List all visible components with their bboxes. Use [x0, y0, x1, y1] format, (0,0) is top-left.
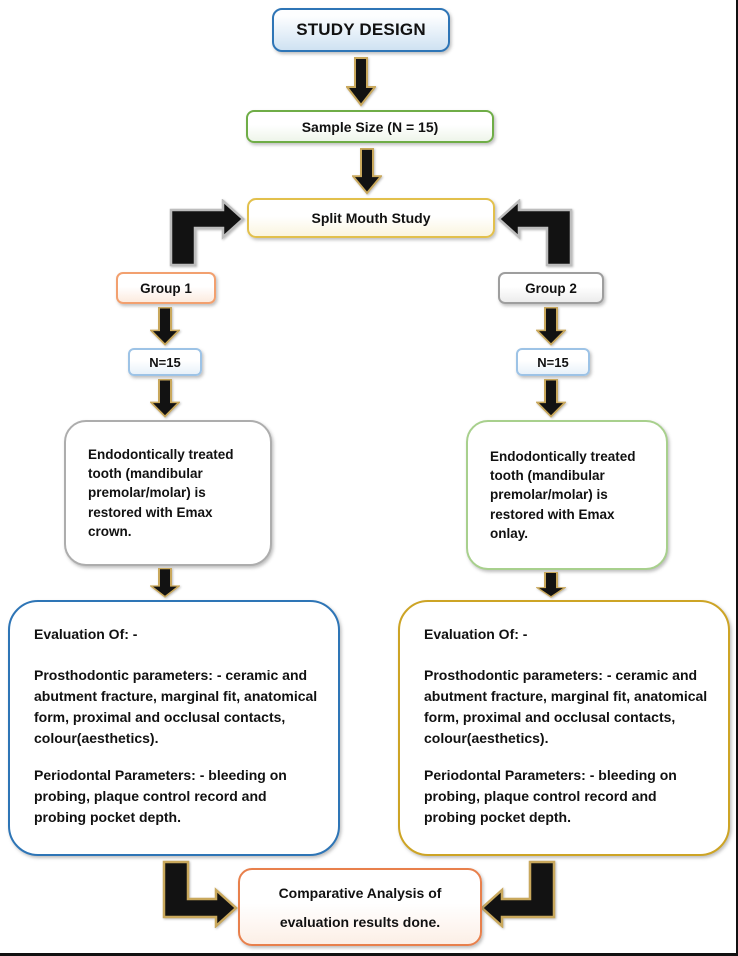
arrow-down-n-to-treatment1	[150, 379, 180, 418]
arrow-down-icon	[536, 379, 566, 418]
bent-arrow-icon	[480, 860, 556, 928]
bent-arrow-split-left	[169, 199, 245, 267]
bent-arrow-eval2-to-comparative	[480, 860, 556, 928]
group1-box: Group 1	[116, 272, 216, 304]
group1-prosthodontic-text: Prosthodontic parameters: - ceramic and …	[34, 667, 318, 746]
arrow-down-treatment2-to-eval	[536, 572, 566, 598]
bent-arrow-icon	[162, 860, 238, 928]
group1-treatment-box: Endodontically treated tooth (mandibular…	[64, 420, 272, 566]
study-design-box: STUDY DESIGN	[272, 8, 450, 52]
study-design-label: STUDY DESIGN	[296, 20, 426, 39]
arrow-down-study-to-sample	[346, 57, 376, 107]
group2-evaluation-heading: Evaluation Of: -	[424, 626, 528, 642]
arrow-down-n-to-treatment2	[536, 379, 566, 418]
group1-periodontal-text: Periodontal Parameters: - bleeding on pr…	[34, 767, 287, 825]
group2-periodontal-text: Periodontal Parameters: - bleeding on pr…	[424, 767, 677, 825]
comparative-line1: Comparative Analysis of	[278, 884, 442, 901]
group1-treatment-text: Endodontically treated tooth (mandibular…	[88, 447, 234, 539]
sample-size-label: Sample Size (N = 15)	[301, 118, 439, 135]
group2-treatment-text: Endodontically treated tooth (mandibular…	[490, 449, 636, 541]
group1-n-label: N=15	[149, 354, 181, 370]
arrow-down-icon	[150, 379, 180, 418]
group1-evaluation-heading: Evaluation Of: -	[34, 626, 138, 642]
bent-arrow-split-right	[497, 199, 573, 267]
bent-arrow-eval1-to-comparative	[162, 860, 238, 928]
arrow-down-icon	[352, 148, 382, 195]
arrow-down-icon	[150, 307, 180, 346]
arrow-down-icon	[346, 57, 376, 107]
arrow-down-icon	[536, 572, 566, 598]
bent-arrow-icon	[497, 199, 573, 267]
group2-label: Group 2	[525, 280, 577, 296]
sample-size-box: Sample Size (N = 15)	[246, 110, 494, 143]
group2-treatment-box: Endodontically treated tooth (mandibular…	[466, 420, 668, 570]
split-mouth-box: Split Mouth Study	[247, 198, 495, 238]
arrow-down-icon	[536, 307, 566, 346]
arrow-down-group2-to-n	[536, 307, 566, 346]
arrow-down-treatment1-to-eval	[150, 568, 180, 598]
group2-prosthodontic-text: Prosthodontic parameters: - ceramic and …	[424, 667, 708, 746]
arrow-down-sample-to-split	[352, 148, 382, 195]
split-mouth-label: Split Mouth Study	[311, 210, 431, 226]
comparative-line2: evaluation results done.	[279, 913, 441, 930]
group2-n-box: N=15	[516, 348, 590, 376]
arrow-down-group1-to-n	[150, 307, 180, 346]
group1-n-box: N=15	[128, 348, 202, 376]
group2-n-label: N=15	[537, 354, 569, 370]
bent-arrow-icon	[169, 199, 245, 267]
group1-evaluation-box: Evaluation Of: - Prosthodontic parameter…	[8, 600, 340, 856]
arrow-down-icon	[150, 568, 180, 598]
group2-evaluation-box: Evaluation Of: - Prosthodontic parameter…	[398, 600, 730, 856]
group1-label: Group 1	[140, 280, 192, 296]
comparative-analysis-box: Comparative Analysis of evaluation resul…	[238, 868, 482, 946]
group2-box: Group 2	[498, 272, 604, 304]
